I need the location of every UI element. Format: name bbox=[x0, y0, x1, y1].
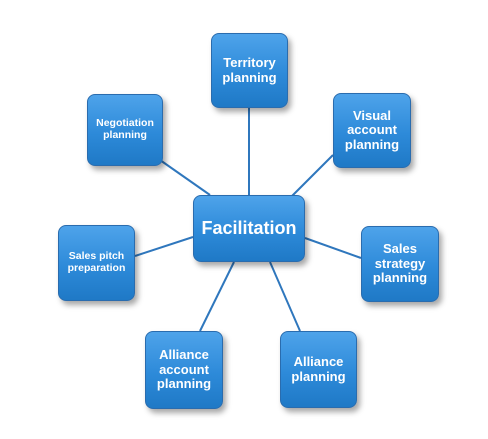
connector-visual-account bbox=[289, 154, 334, 199]
node-visual-account-planning: Visual account planning bbox=[333, 93, 411, 168]
node-negotiation-planning: Negotiation planning bbox=[87, 94, 163, 166]
node-label: Alliance account planning bbox=[156, 347, 212, 392]
connector-alliance bbox=[269, 261, 301, 332]
node-label: Negotiation planning bbox=[96, 117, 154, 141]
connector-alliance-account bbox=[199, 261, 235, 332]
node-label: Sales pitch preparation bbox=[67, 250, 126, 274]
node-label: Visual account planning bbox=[344, 107, 400, 152]
node-sales-pitch-preparation: Sales pitch preparation bbox=[58, 225, 135, 301]
connector-sales-strategy bbox=[304, 237, 362, 259]
node-label: Sales strategy planning bbox=[372, 241, 428, 286]
node-alliance-account-planning: Alliance account planning bbox=[145, 331, 223, 409]
node-alliance-planning: Alliance planning bbox=[280, 331, 357, 408]
connector-sales-pitch bbox=[134, 236, 194, 257]
center-node-label: Facilitation bbox=[201, 218, 297, 239]
node-territory-planning: Territory planning bbox=[211, 33, 288, 108]
connector-negotiation bbox=[159, 159, 211, 196]
node-label: Alliance planning bbox=[291, 353, 346, 384]
node-label: Territory planning bbox=[222, 54, 277, 85]
node-sales-strategy-planning: Sales strategy planning bbox=[361, 226, 439, 302]
center-node-facilitation: Facilitation bbox=[193, 195, 305, 262]
